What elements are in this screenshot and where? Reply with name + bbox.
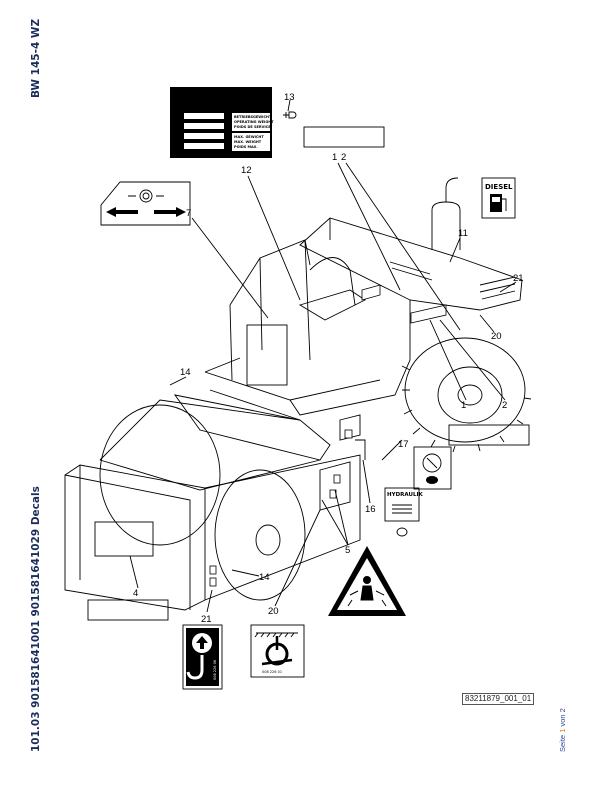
blank-label-box (448, 424, 530, 446)
operating-weight-label-fr: POIDS DE SERVICE (234, 125, 271, 129)
page-total: 2 (558, 708, 567, 713)
drum-decal-area (94, 521, 154, 557)
callout-1: 1 (461, 400, 466, 411)
callout-13: 13 (284, 92, 295, 103)
callout-16: 16 (365, 504, 376, 515)
filler-cap-decal (413, 446, 452, 490)
tie-down-decal: 008 226 01 (250, 624, 305, 678)
diesel-decal: DIESEL (481, 177, 516, 219)
blank-label-box (303, 126, 385, 148)
callout-2: 2 (502, 400, 507, 411)
leader-lines (129, 162, 517, 613)
callout-5: 5 (345, 545, 350, 556)
tie-decal-code: 008 226 01 (262, 670, 282, 674)
callout-4: 4 (133, 588, 138, 599)
callout-21: 21 (513, 273, 524, 284)
max-weight-label-fr: POIDS MAX. (234, 145, 258, 149)
page-indicator: Seite 1 von 2 (558, 708, 567, 752)
callout-11: 11 (458, 228, 468, 239)
operating-weight-label-en: OPERATING WEIGHT (234, 120, 274, 124)
hydraulik-decal: HYDRAULIK (384, 487, 423, 537)
page-current: 1 (558, 728, 567, 733)
callout-17: 17 (398, 439, 409, 450)
page-sep: von (558, 714, 567, 727)
roller-machine-drawing (64, 177, 532, 611)
blank-label-box (87, 599, 169, 621)
page-prefix: Seite (558, 734, 567, 752)
decal-placements (209, 284, 447, 587)
callout-12: 12 (241, 165, 252, 176)
callout-2: 2 (341, 152, 346, 163)
lift-decal-code: 008 226 06 (213, 660, 217, 680)
max-weight-label-de: MAX. GEWICHT (234, 135, 264, 139)
operating-weight-label-de: BETRIEBSGEWICHT (234, 115, 272, 119)
callout-14: 14 (180, 367, 191, 378)
callout-7: 7 (186, 208, 191, 219)
callout-numbers: 13 12 1 2 7 11 21 20 14 1 2 17 16 5 4 14… (133, 92, 524, 625)
weight-plate-decal: BETRIEBSGEWICHT OPERATING WEIGHT POIDS D… (170, 87, 274, 158)
rivet-icon (283, 99, 297, 119)
lifting-hook-decal: 008 226 06 (182, 624, 223, 690)
hydraulik-label: HYDRAULIK (387, 492, 423, 498)
callout-1: 1 (332, 152, 337, 163)
warning-triangle-decal (328, 546, 406, 616)
callout-21: 21 (201, 614, 212, 625)
max-weight-label-en: MAX. WEIGHT (234, 140, 262, 144)
callout-20: 20 (491, 331, 502, 342)
callout-20: 20 (268, 606, 279, 617)
diesel-label: DIESEL (485, 183, 513, 191)
callout-14: 14 (259, 572, 270, 583)
steering-arrows-decal (100, 181, 191, 226)
drawing-reference: 83211879_001_01 (462, 693, 535, 705)
